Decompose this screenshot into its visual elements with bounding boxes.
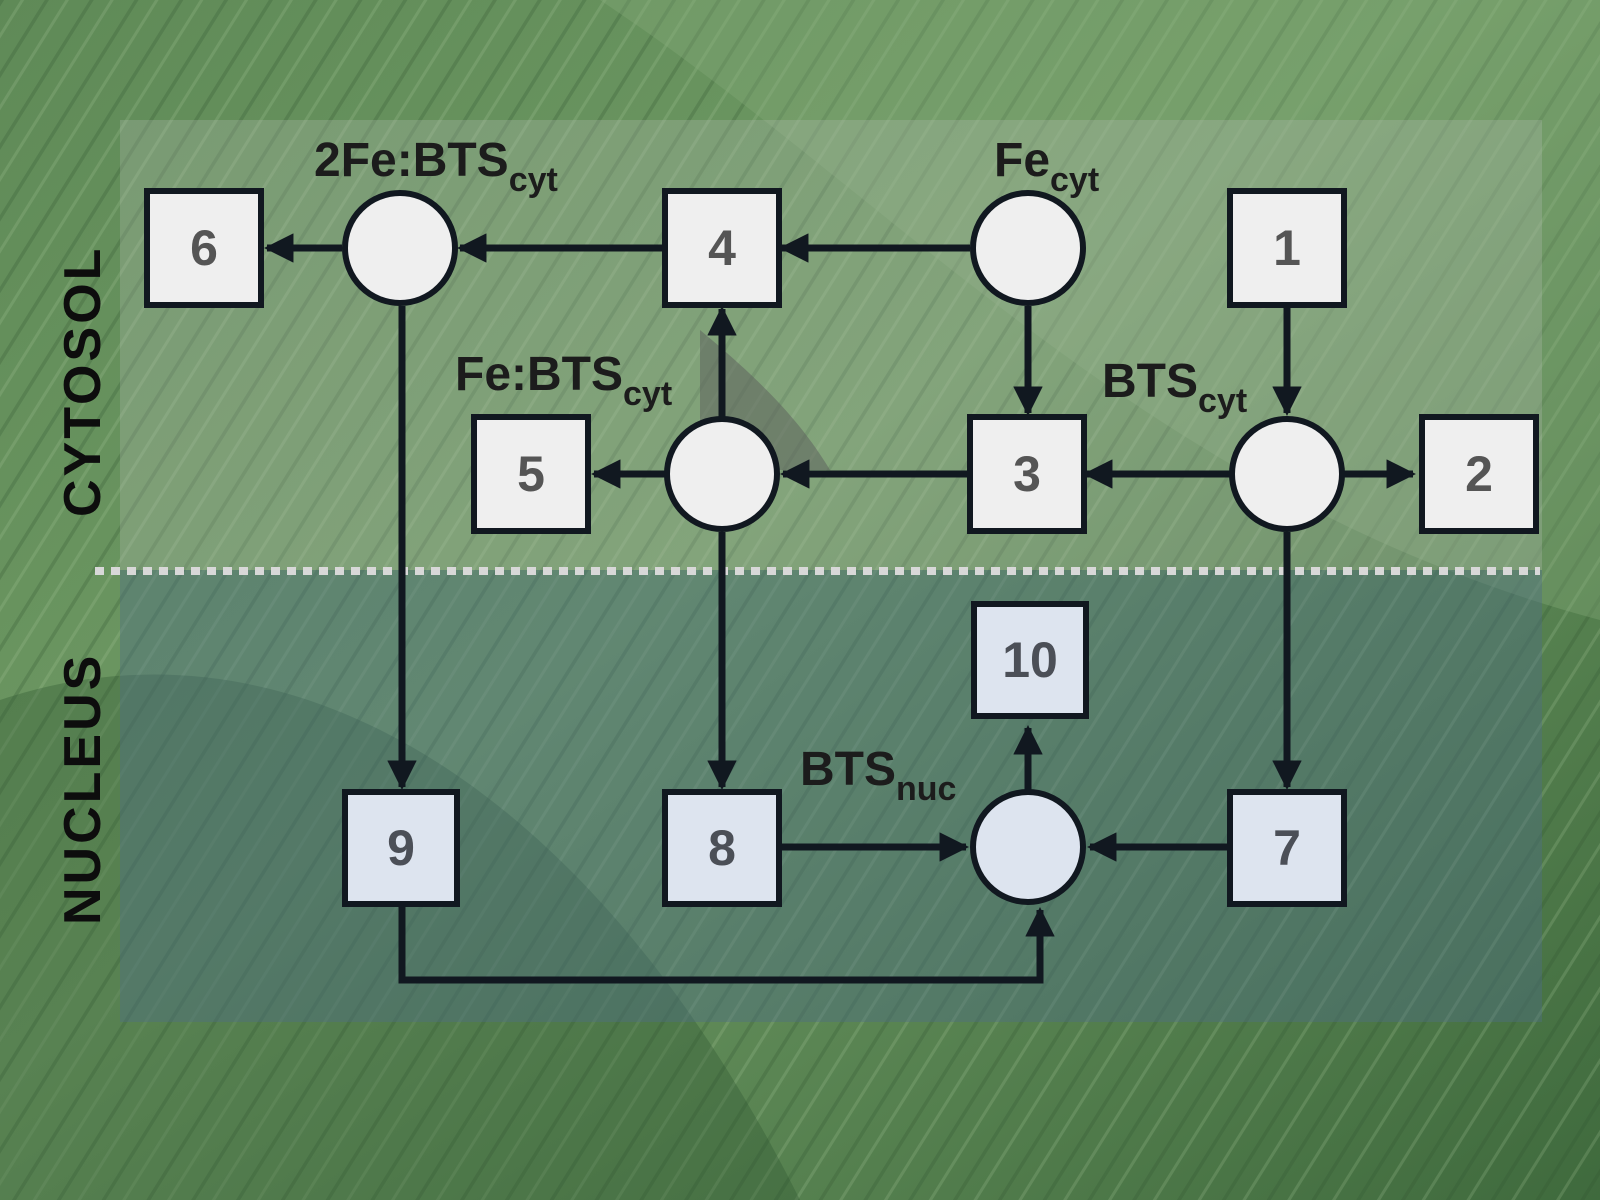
- label-fe-bts-cyt-sub: cyt: [623, 375, 672, 413]
- cytosol-label: CYTOSOL: [54, 246, 112, 517]
- label-bts-nuc: BTSnuc: [800, 743, 956, 808]
- reaction-3-label: 3: [1013, 446, 1041, 502]
- reaction-9-label: 9: [387, 820, 415, 876]
- species-node-bts-cyt: [1229, 416, 1345, 532]
- label-2fe-bts-cyt-sub: cyt: [509, 161, 558, 199]
- reaction-6: 6: [144, 188, 264, 308]
- reaction-3: 3: [967, 414, 1087, 534]
- reaction-7-label: 7: [1273, 820, 1301, 876]
- species-node-bts-nuc: [970, 789, 1086, 905]
- reaction-1: 1: [1227, 188, 1347, 308]
- reaction-7: 7: [1227, 789, 1347, 907]
- arrow-9-to-bts-nuc: [398, 905, 1055, 984]
- reaction-6-label: 6: [190, 220, 218, 276]
- reaction-4: 4: [662, 188, 782, 308]
- reaction-4-label: 4: [708, 220, 736, 276]
- species-node-fe-cyt: [970, 190, 1086, 306]
- label-fe-bts-cyt: Fe:BTScyt: [455, 348, 672, 413]
- label-fe-bts-cyt-main: Fe:BTS: [455, 348, 623, 401]
- label-bts-nuc-main: BTS: [800, 743, 896, 796]
- reaction-5: 5: [471, 414, 591, 534]
- nucleus-label: NUCLEUS: [54, 653, 112, 925]
- arrows: [264, 233, 1416, 984]
- reaction-5-label: 5: [517, 446, 545, 502]
- species-node-2fe-bts-cyt: [342, 190, 458, 306]
- label-bts-cyt: BTScyt: [1102, 355, 1247, 420]
- label-bts-nuc-sub: nuc: [896, 770, 956, 808]
- label-fe-cyt-main: Fe: [994, 134, 1050, 187]
- label-fe-cyt: Fecyt: [994, 134, 1099, 199]
- reaction-8-label: 8: [708, 820, 736, 876]
- reaction-10-label: 10: [1002, 632, 1058, 688]
- label-2fe-bts-cyt: 2Fe:BTScyt: [314, 134, 558, 199]
- reaction-2-label: 2: [1465, 446, 1493, 502]
- reaction-10: 10: [971, 601, 1089, 719]
- label-fe-cyt-sub: cyt: [1050, 161, 1099, 199]
- label-bts-cyt-sub: cyt: [1198, 382, 1247, 420]
- reaction-8: 8: [662, 789, 782, 907]
- label-bts-cyt-main: BTS: [1102, 355, 1198, 408]
- reaction-1-label: 1: [1273, 220, 1301, 276]
- reaction-2: 2: [1419, 414, 1539, 534]
- reaction-9: 9: [342, 789, 460, 907]
- species-node-fe-bts-cyt: [664, 416, 780, 532]
- label-2fe-bts-cyt-main: 2Fe:BTS: [314, 134, 509, 187]
